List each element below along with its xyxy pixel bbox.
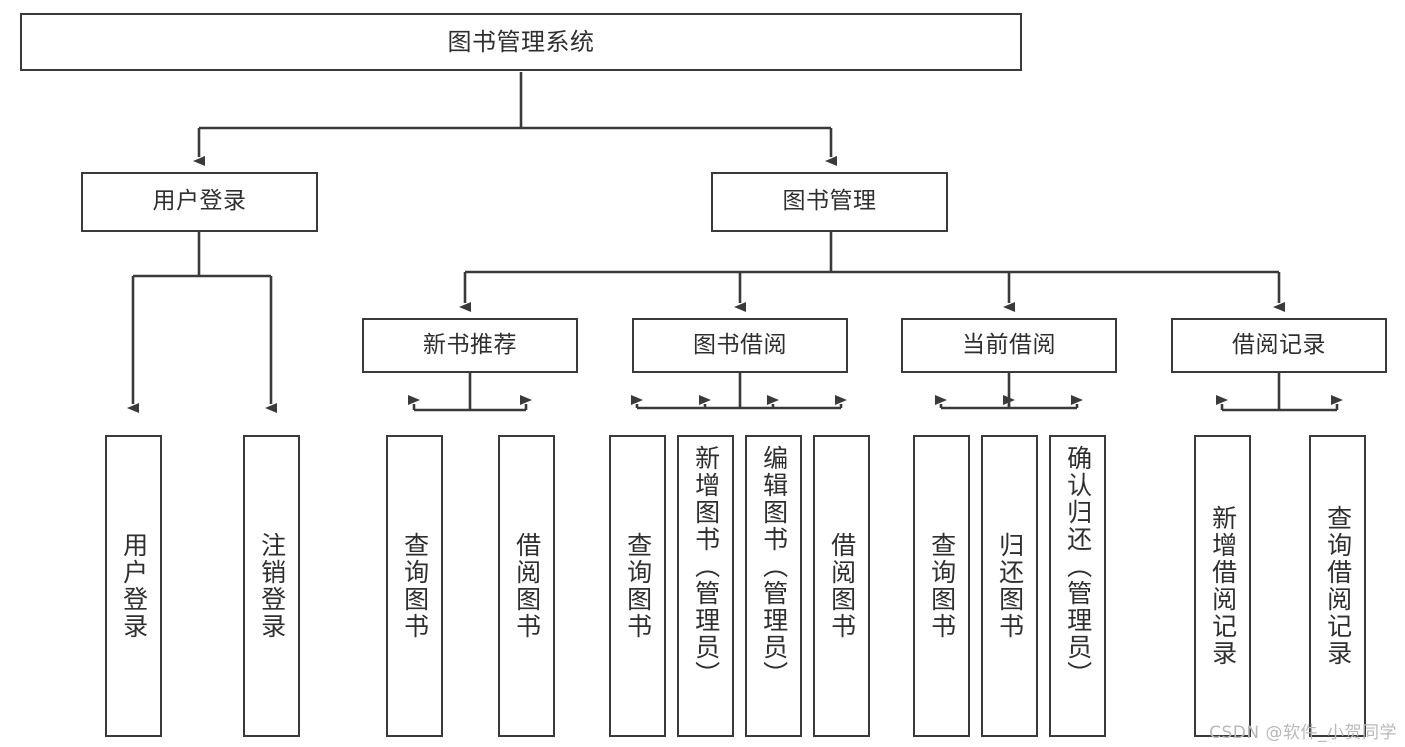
leaf-edit-book-admin[interactable]: 编辑图书（管理员）	[745, 435, 802, 737]
watermark-text: CSDN @软件_小贺同学	[1209, 723, 1397, 743]
node-label: 注销登录	[257, 532, 287, 640]
node-label: 用户登录	[119, 532, 149, 640]
node-label: 用户登录	[152, 188, 247, 215]
leaf-user-logout[interactable]: 注销登录	[243, 435, 300, 737]
leaf-query-book-current[interactable]: 查询图书	[913, 435, 970, 737]
leaf-query-borrow-record[interactable]: 查询借阅记录	[1309, 435, 1366, 737]
node-borrowing-record[interactable]: 借阅记录	[1171, 318, 1387, 373]
node-current-borrowing[interactable]: 当前借阅	[901, 318, 1117, 373]
node-book-management[interactable]: 图书管理	[711, 172, 948, 232]
node-user-login[interactable]: 用户登录	[81, 172, 318, 232]
leaf-borrow-book-borrowing[interactable]: 借阅图书	[813, 435, 870, 737]
node-label: 查询图书	[927, 532, 957, 640]
node-label: 图书借阅	[693, 331, 787, 358]
node-label: 图书管理	[782, 188, 877, 215]
node-label: 查询图书	[623, 532, 653, 640]
node-label: 借阅记录	[1232, 331, 1326, 358]
leaf-add-borrow-record[interactable]: 新增借阅记录	[1194, 435, 1251, 737]
leaf-borrow-book-recommendation[interactable]: 借阅图书	[498, 435, 555, 737]
leaf-query-book-recommendation[interactable]: 查询图书	[386, 435, 443, 737]
node-label: 确认归还（管理员）	[1063, 445, 1093, 688]
leaf-confirm-return-admin[interactable]: 确认归还（管理员）	[1049, 435, 1106, 737]
node-new-book-recommendation[interactable]: 新书推荐	[362, 318, 578, 373]
node-label: 借阅图书	[512, 532, 542, 640]
node-label: 查询图书	[400, 532, 430, 640]
node-root-book-management-system[interactable]: 图书管理系统	[20, 13, 1022, 71]
node-label: 查询借阅记录	[1323, 505, 1353, 667]
node-label: 图书管理系统	[447, 27, 595, 56]
node-label: 新增借阅记录	[1208, 505, 1238, 667]
node-label: 编辑图书（管理员）	[759, 445, 789, 688]
leaf-user-login[interactable]: 用户登录	[105, 435, 162, 737]
node-label: 新增图书（管理员）	[691, 445, 721, 688]
node-label: 归还图书	[995, 532, 1025, 640]
node-label: 新书推荐	[423, 331, 517, 358]
leaf-query-book-borrowing[interactable]: 查询图书	[609, 435, 666, 737]
node-label: 借阅图书	[827, 532, 857, 640]
leaf-add-book-admin[interactable]: 新增图书（管理员）	[677, 435, 734, 737]
node-label: 当前借阅	[962, 331, 1056, 358]
leaf-return-book[interactable]: 归还图书	[981, 435, 1038, 737]
node-book-borrowing[interactable]: 图书借阅	[632, 318, 848, 373]
